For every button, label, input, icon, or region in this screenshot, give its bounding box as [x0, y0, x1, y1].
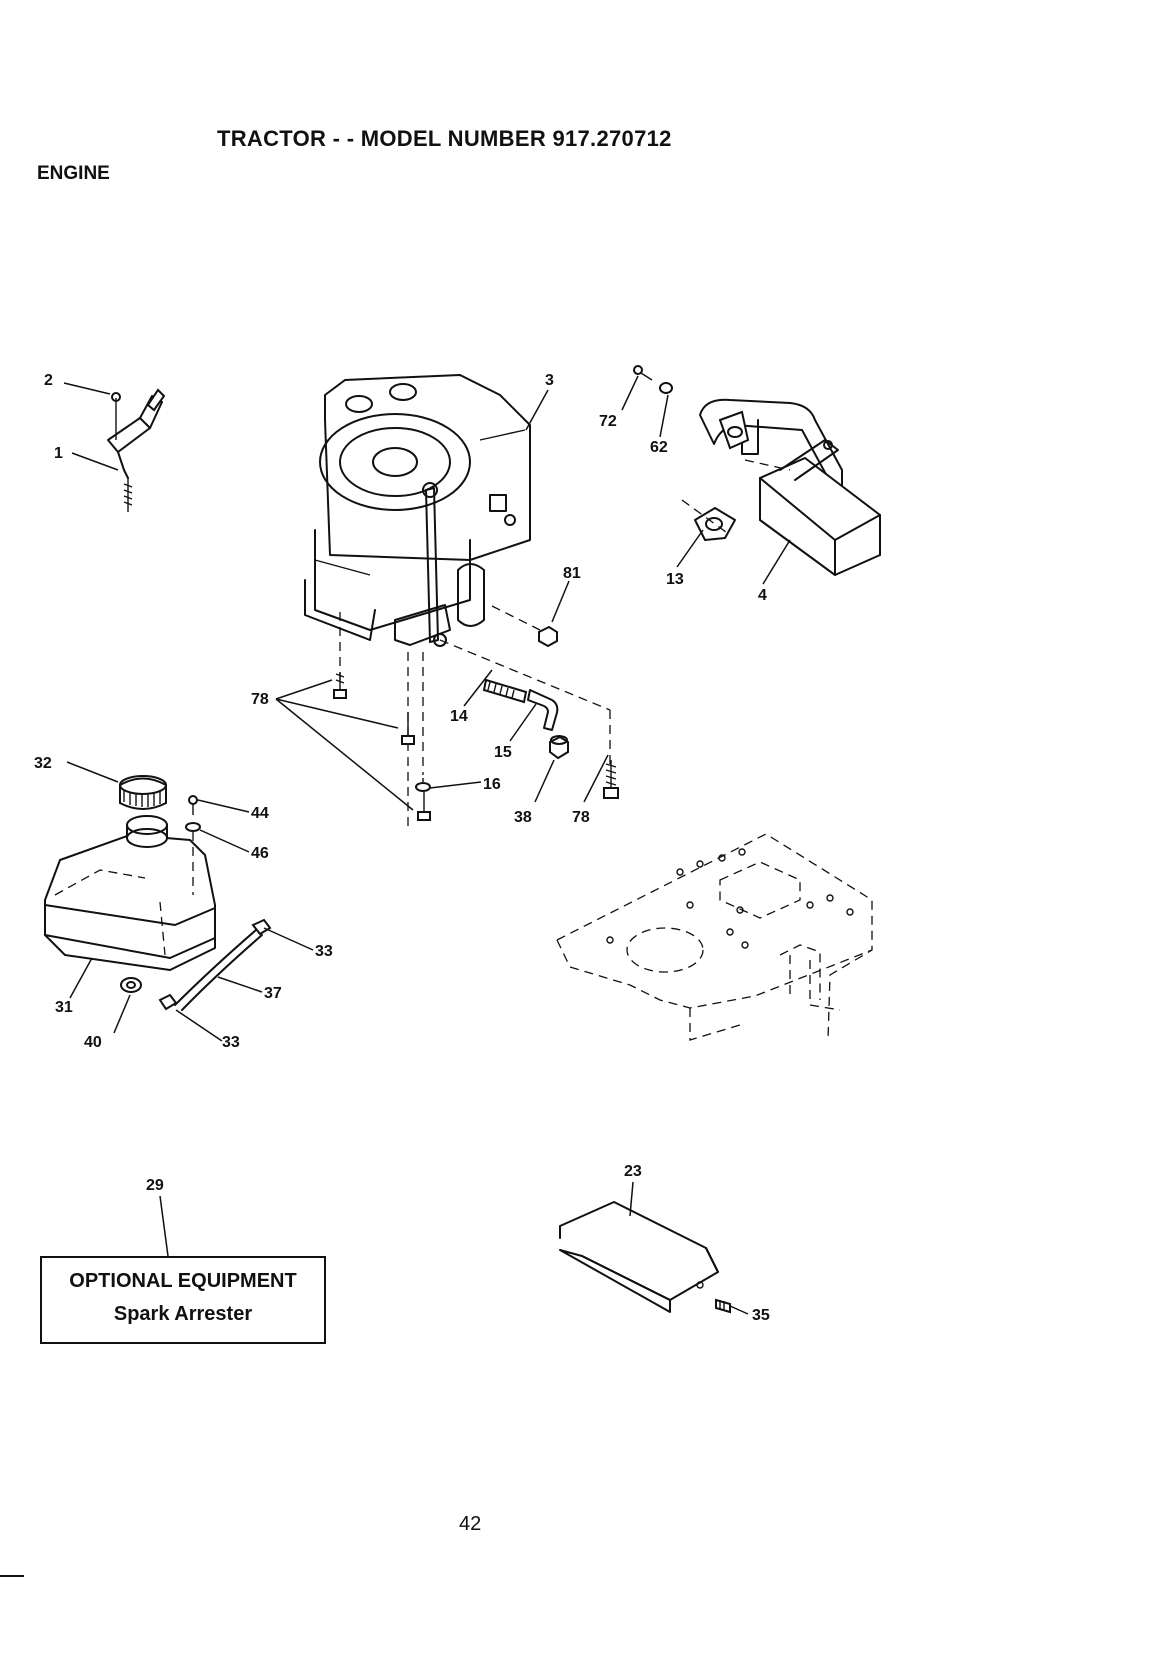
callout-29: 29 [146, 1177, 164, 1194]
callout-78-right: 78 [572, 809, 590, 826]
page-number: 42 [459, 1513, 481, 1536]
muffler-assembly-drawing [634, 366, 880, 575]
callout-31: 31 [55, 999, 73, 1016]
callout-37: 37 [264, 985, 282, 1002]
callout-32: 32 [34, 755, 52, 772]
bottom-rule [0, 1575, 24, 1577]
callout-38: 38 [514, 809, 532, 826]
engine-drawing [305, 375, 530, 646]
fuel-line-fittings-drawing [334, 606, 618, 830]
callout-46: 46 [251, 845, 269, 862]
callout-16: 16 [483, 776, 501, 793]
callout-33-upper: 33 [315, 943, 333, 960]
callout-2: 2 [44, 372, 53, 389]
optional-equipment-title: OPTIONAL EQUIPMENT [42, 1270, 324, 1293]
optional-equipment-box: OPTIONAL EQUIPMENT Spark Arrester [40, 1256, 326, 1344]
callout-40: 40 [84, 1034, 102, 1051]
callout-23: 23 [624, 1163, 642, 1180]
callout-62: 62 [650, 439, 668, 456]
callout-1: 1 [54, 445, 63, 462]
callout-72: 72 [599, 413, 617, 430]
heat-shield-drawing [560, 1202, 748, 1314]
throttle-control-bracket-drawing [108, 390, 164, 512]
frame-drawing [557, 834, 872, 1040]
callout-81: 81 [563, 565, 581, 582]
optional-equipment-item: Spark Arrester [42, 1303, 324, 1326]
callout-labels: 2 1 3 72 62 13 4 81 78 14 15 16 38 78 32… [34, 372, 770, 1324]
callout-3: 3 [545, 372, 554, 389]
callout-4: 4 [758, 587, 767, 604]
callout-13: 13 [666, 571, 684, 588]
callout-44: 44 [251, 805, 269, 822]
callout-35: 35 [752, 1307, 770, 1324]
callout-15: 15 [494, 744, 512, 761]
fuel-tank-drawing [45, 776, 270, 1010]
callout-78-left: 78 [251, 691, 269, 708]
callout-14: 14 [450, 708, 468, 725]
callout-33-lower: 33 [222, 1034, 240, 1051]
